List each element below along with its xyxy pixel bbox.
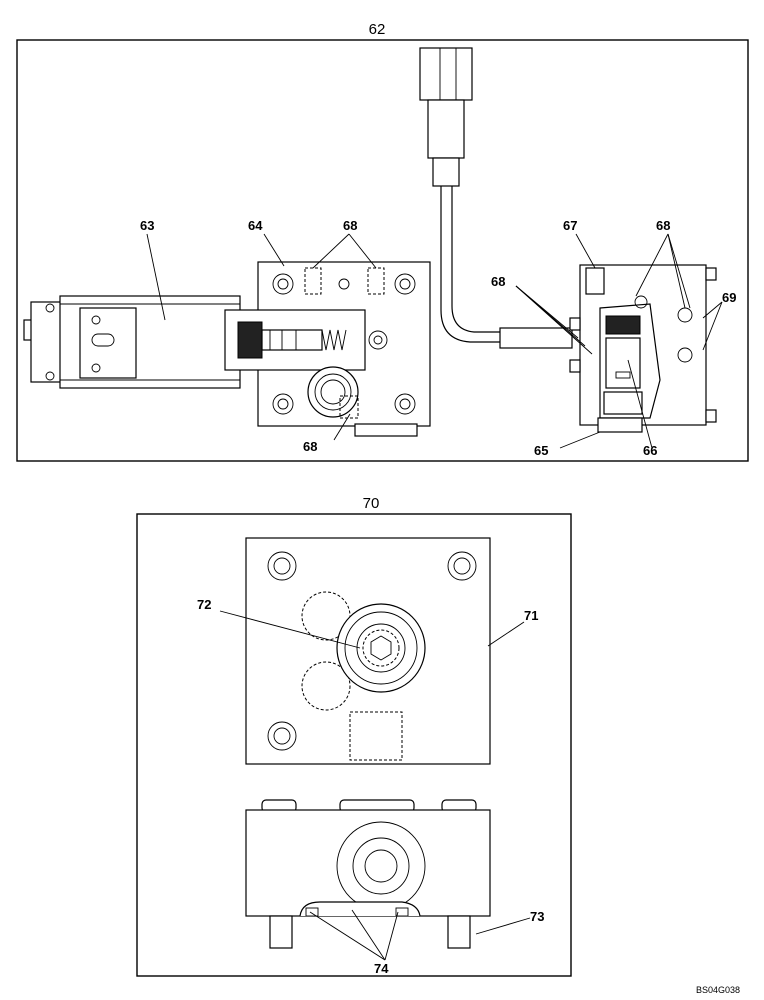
- leader-lines-62: [146, 233, 723, 449]
- callout-66: 66: [643, 443, 657, 458]
- leader-lines-70: [219, 610, 531, 961]
- callout-68-right: 68: [656, 218, 670, 233]
- callout-65: 65: [534, 443, 548, 458]
- callout-68-mid: 68: [491, 274, 505, 289]
- figure-62-frame: [16, 39, 749, 462]
- electrical-connector: [419, 47, 573, 349]
- plate-side-view: [245, 799, 491, 949]
- callout-69: 69: [722, 290, 736, 305]
- callout-63: 63: [140, 218, 154, 233]
- callout-73: 73: [530, 909, 544, 924]
- figure-70-frame: [136, 513, 572, 977]
- callout-64: 64: [248, 218, 263, 233]
- plate-71-top-view: [245, 537, 491, 765]
- callout-68-bottom: 68: [303, 439, 317, 454]
- callout-74: 74: [374, 961, 389, 976]
- callout-71: 71: [524, 608, 538, 623]
- figure-62-title: 62: [369, 21, 386, 38]
- valve-body-65: [569, 264, 717, 433]
- valve-block-64: [224, 261, 431, 437]
- figure-70-title: 70: [363, 495, 380, 512]
- callout-67: 67: [563, 218, 577, 233]
- figure-70: 70: [136, 495, 572, 977]
- drawing-code: BS04G038: [696, 985, 740, 995]
- solenoid-63: [23, 295, 241, 389]
- callout-72: 72: [197, 597, 211, 612]
- callout-68-top: 68: [343, 218, 357, 233]
- figure-62: 62: [16, 21, 749, 462]
